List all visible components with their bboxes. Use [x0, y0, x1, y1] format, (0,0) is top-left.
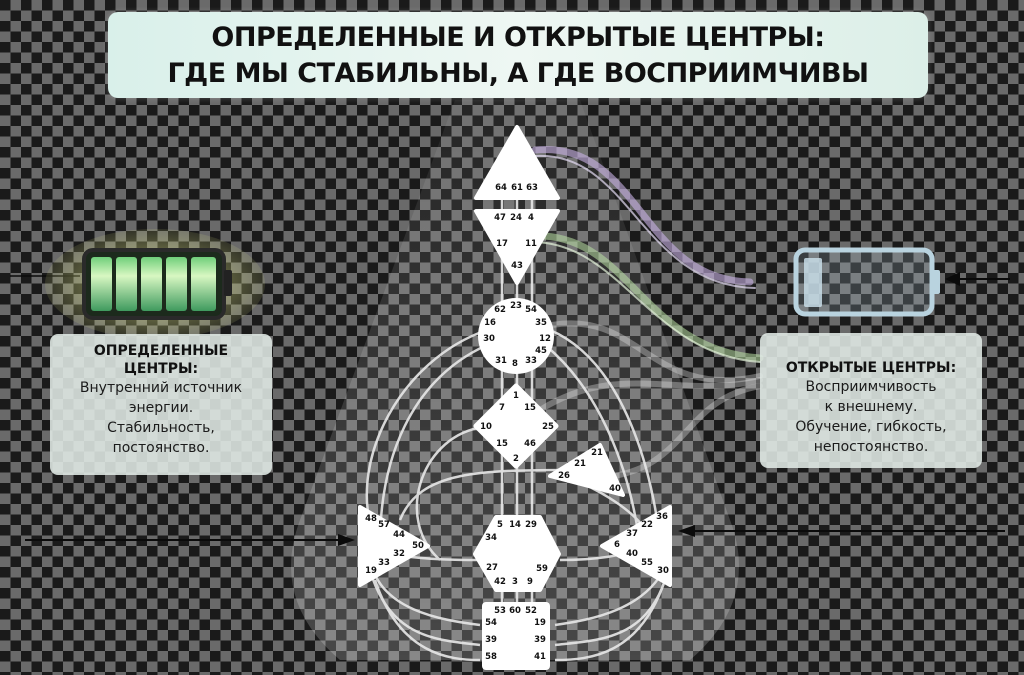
svg-text:11: 11: [525, 239, 537, 249]
svg-text:10: 10: [480, 422, 492, 432]
svg-text:47: 47: [494, 213, 506, 223]
svg-text:44: 44: [393, 530, 405, 540]
svg-text:24: 24: [510, 213, 522, 223]
svg-text:23: 23: [510, 301, 522, 311]
svg-text:54: 54: [525, 305, 537, 315]
svg-text:63: 63: [526, 183, 538, 193]
svg-text:5: 5: [497, 520, 503, 530]
center-solar-plexus: 36 22 37 6 40 55 30: [600, 505, 672, 587]
svg-text:21: 21: [574, 459, 586, 469]
svg-text:48: 48: [365, 514, 377, 524]
svg-text:26: 26: [558, 471, 570, 481]
svg-text:25: 25: [542, 422, 554, 432]
svg-text:42: 42: [494, 577, 506, 587]
svg-text:41: 41: [534, 652, 546, 662]
open-text-3: Обучение, гибкость,: [795, 419, 947, 435]
svg-text:60: 60: [509, 606, 521, 616]
defined-centers-card: ОПРЕДЕЛЕННЫЕ ЦЕНТРЫ: Внутренний источник…: [50, 334, 272, 475]
svg-text:39: 39: [534, 635, 546, 645]
svg-text:31: 31: [495, 356, 507, 366]
svg-text:12: 12: [539, 334, 551, 344]
svg-text:17: 17: [496, 239, 508, 249]
center-spleen: 48 57 44 50 32 33 19: [358, 505, 430, 587]
svg-text:35: 35: [535, 318, 547, 328]
svg-text:50: 50: [412, 541, 424, 551]
center-head: 64 61 63: [474, 125, 560, 200]
svg-text:3: 3: [512, 577, 518, 587]
defined-text-1: Внутренний источник: [79, 380, 243, 396]
svg-text:55: 55: [641, 558, 653, 568]
svg-text:36: 36: [656, 512, 668, 522]
title-banner: ОПРЕДЕЛЕННЫЕ И ОТКРЫТЫЕ ЦЕНТРЫ: ГДЕ МЫ С…: [108, 12, 928, 98]
center-ajna: 47 24 4 17 11 43: [474, 209, 560, 285]
svg-text:15: 15: [524, 403, 536, 413]
svg-text:37: 37: [626, 529, 638, 539]
center-throat: 62 23 54 16 35 30 12 45 31 8 33: [478, 298, 554, 374]
arrow-to-spleen: [25, 534, 355, 546]
open-text-1: Восприимчивость: [805, 379, 937, 395]
svg-text:27: 27: [486, 563, 498, 573]
svg-text:21: 21: [591, 448, 603, 458]
svg-text:19: 19: [365, 566, 377, 576]
svg-text:30: 30: [657, 566, 669, 576]
energy-streams: [526, 146, 764, 481]
svg-text:40: 40: [626, 549, 638, 559]
svg-text:54: 54: [485, 618, 497, 628]
svg-text:7: 7: [499, 403, 505, 413]
title-line-1: ОПРЕДЕЛЕННЫЕ И ОТКРЫТЫЕ ЦЕНТРЫ:: [211, 22, 825, 53]
center-g: 1 7 15 10 25 15 46 2: [473, 383, 559, 469]
svg-text:33: 33: [378, 558, 390, 568]
svg-text:59: 59: [536, 564, 548, 574]
svg-text:40: 40: [609, 484, 621, 494]
svg-text:9: 9: [527, 577, 533, 587]
svg-text:14: 14: [509, 520, 521, 530]
svg-text:45: 45: [535, 346, 547, 356]
defined-text-4: постоянство.: [112, 440, 210, 456]
svg-text:62: 62: [494, 305, 506, 315]
svg-text:39: 39: [485, 635, 497, 645]
svg-text:4: 4: [528, 213, 534, 223]
defined-heading-1: ОПРЕДЕЛЕННЫЕ: [93, 343, 229, 359]
svg-text:1: 1: [513, 391, 519, 401]
svg-text:2: 2: [513, 454, 519, 464]
center-sacral: 5 14 29 34 27 59 42 3 9: [473, 515, 561, 592]
battery-full-icon: [45, 229, 265, 339]
svg-text:64: 64: [495, 183, 507, 193]
center-root: 53 60 52 54 19 39 39 58 41: [482, 602, 550, 670]
battery-empty-icon: [793, 247, 940, 317]
svg-text:19: 19: [534, 618, 546, 628]
open-text-2: к внешнему.: [824, 399, 918, 415]
svg-text:32: 32: [393, 549, 405, 559]
svg-text:34: 34: [485, 533, 497, 543]
open-centers-card: ОТКРЫТЫЕ ЦЕНТРЫ: Восприимчивость к внешн…: [760, 333, 982, 468]
svg-text:29: 29: [525, 520, 537, 530]
svg-text:43: 43: [511, 261, 523, 271]
open-heading: ОТКРЫТЫЕ ЦЕНТРЫ:: [785, 360, 957, 376]
arrow-to-empty-battery: [945, 272, 1010, 286]
svg-text:33: 33: [525, 356, 537, 366]
defined-heading-2: ЦЕНТРЫ:: [123, 361, 199, 377]
svg-text:16: 16: [484, 318, 496, 328]
svg-text:53: 53: [494, 606, 506, 616]
svg-text:57: 57: [378, 520, 390, 530]
svg-text:46: 46: [524, 439, 536, 449]
defined-text-3: Стабильность,: [107, 420, 215, 436]
defined-text-2: энергии.: [128, 400, 194, 416]
arrow-to-solar-plexus: [678, 525, 1005, 537]
open-text-4: непостоянство.: [813, 439, 929, 455]
svg-text:61: 61: [511, 183, 523, 193]
svg-text:6: 6: [614, 540, 620, 550]
title-line-2: ГДЕ МЫ СТАБИЛЬНЫ, А ГДЕ ВОСПРИИМЧИВЫ: [167, 58, 869, 89]
svg-text:58: 58: [485, 652, 497, 662]
svg-text:30: 30: [483, 334, 495, 344]
svg-text:52: 52: [525, 606, 537, 616]
svg-text:15: 15: [496, 439, 508, 449]
center-heart: 21 21 26 40: [548, 443, 625, 497]
svg-text:22: 22: [641, 520, 653, 530]
svg-text:8: 8: [512, 359, 518, 369]
